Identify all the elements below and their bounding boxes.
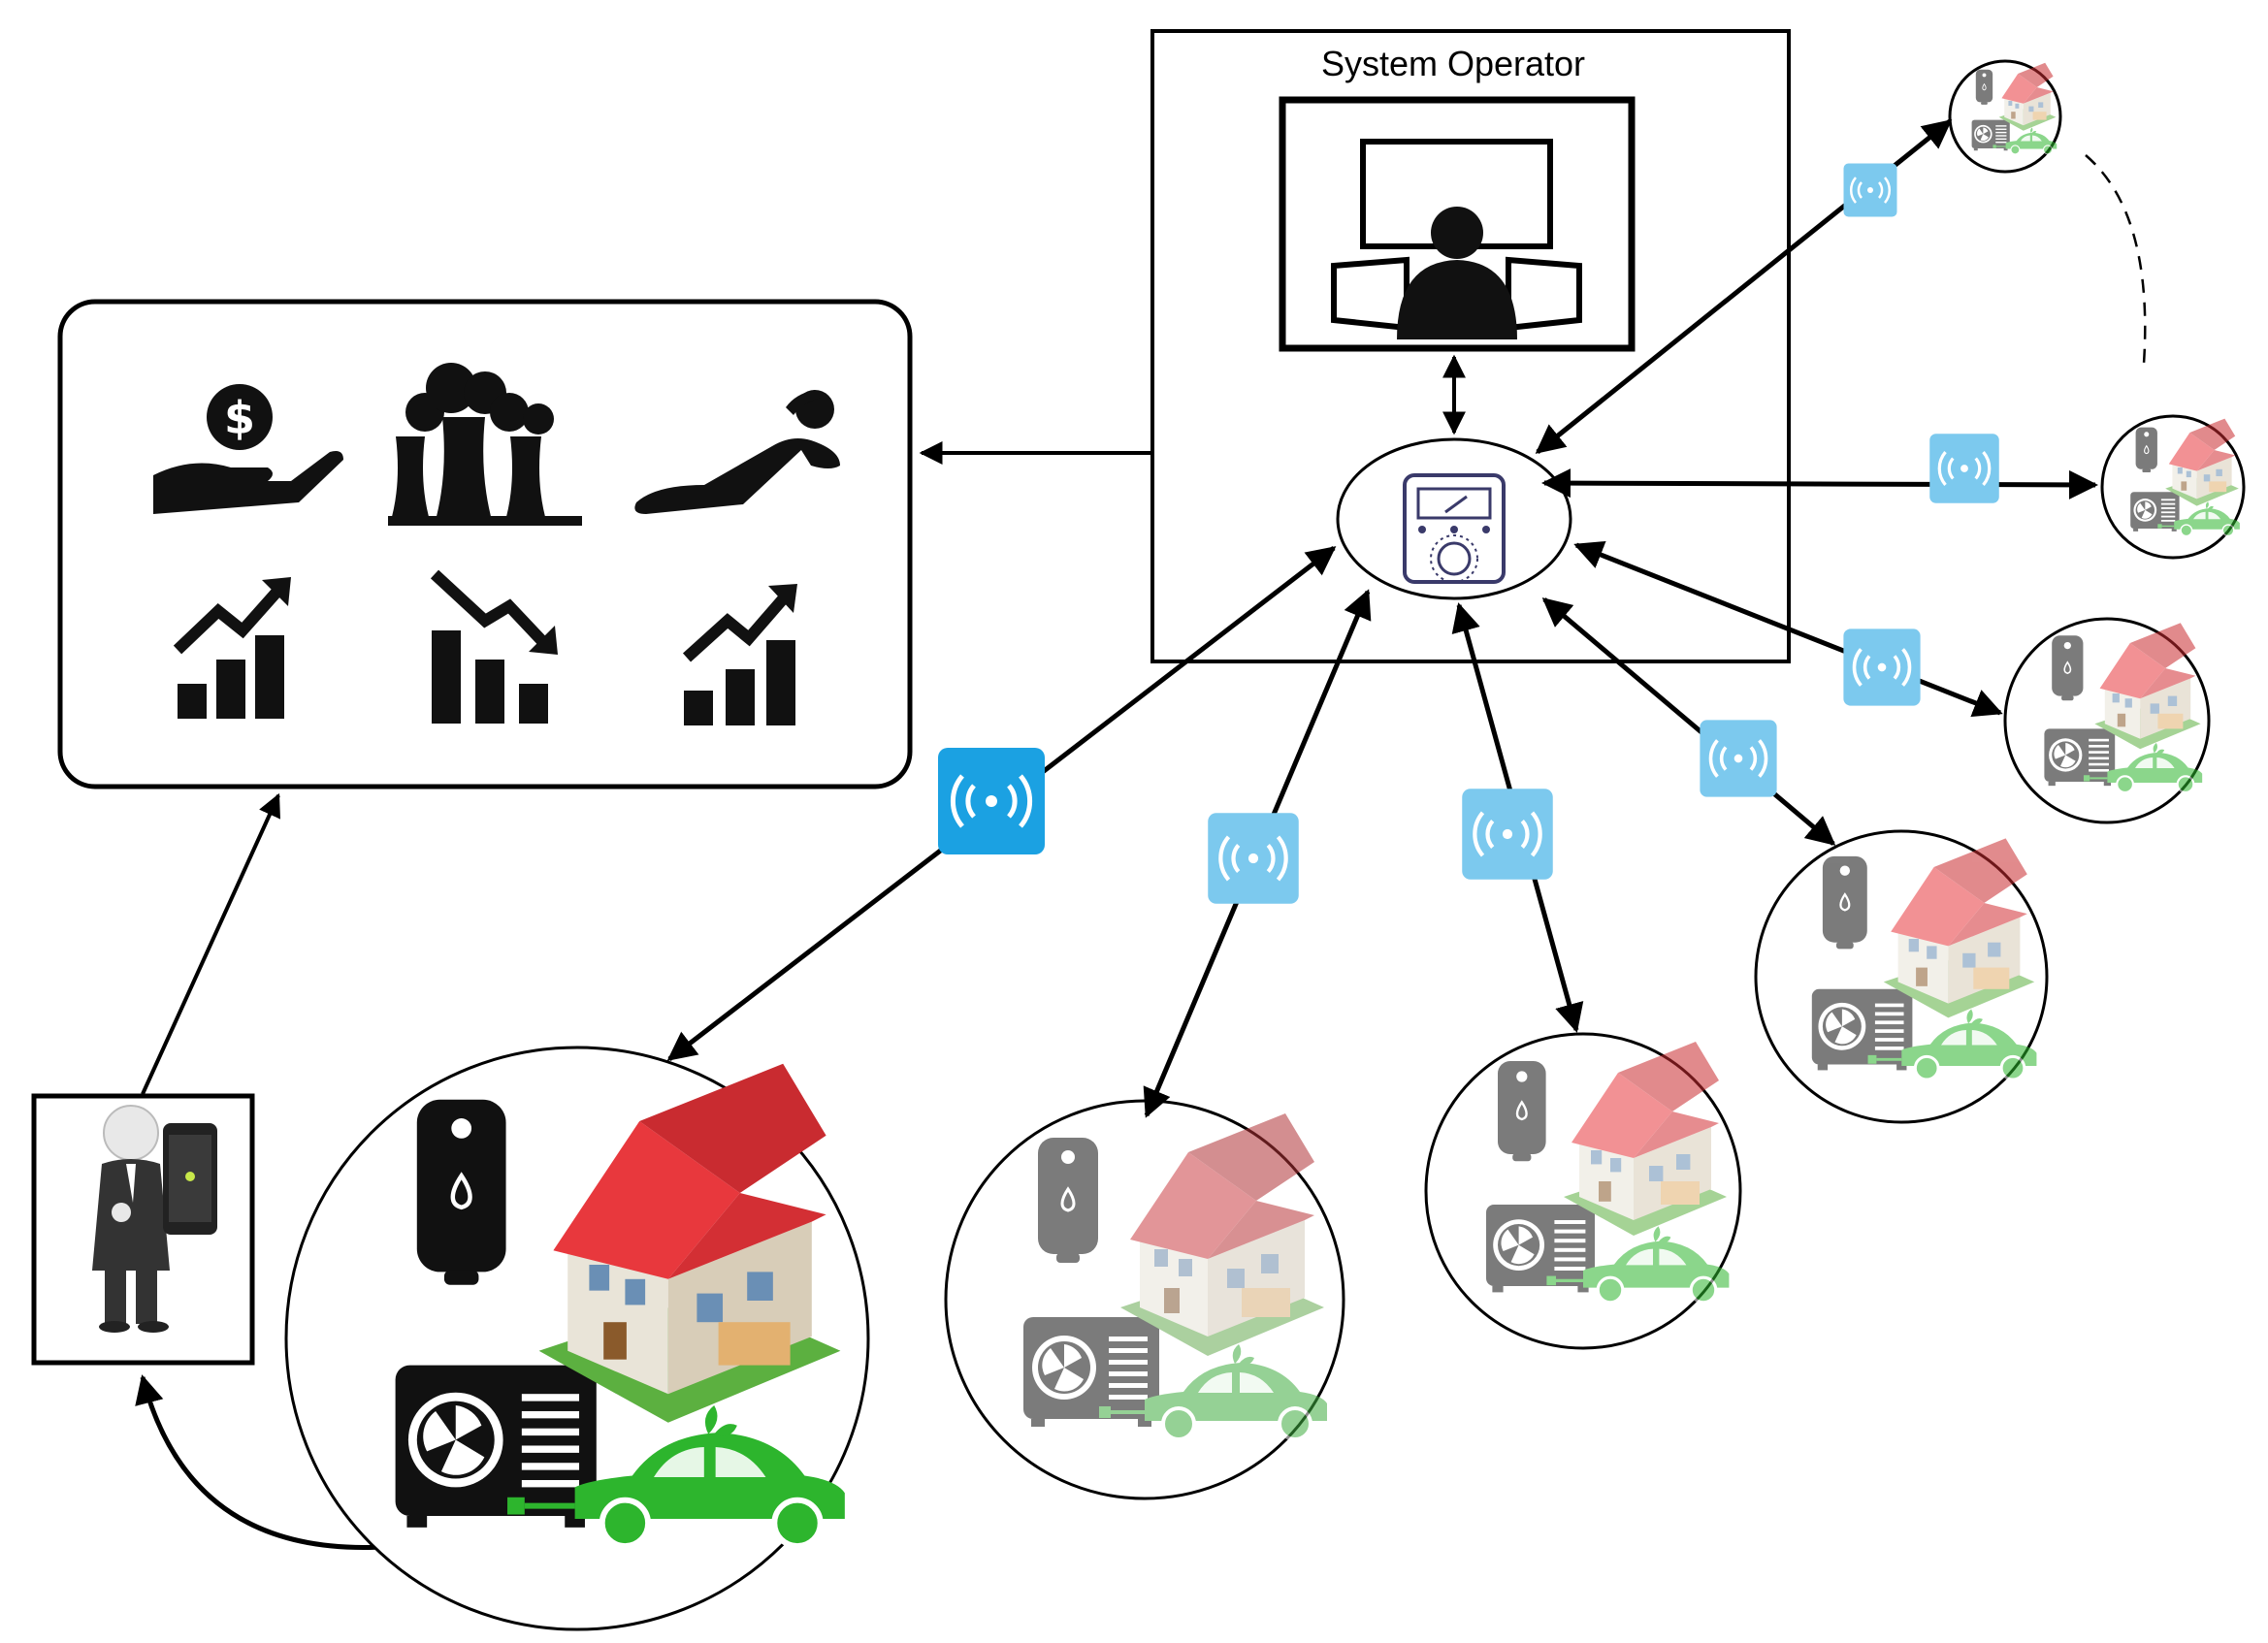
- more-households-continuation: [2085, 154, 2147, 365]
- link-household-5: [1573, 540, 2003, 718]
- wireless-signal-icon: [1462, 789, 1553, 880]
- wireless-signal-icon: [1208, 813, 1299, 904]
- power-plant-icon: [388, 363, 582, 526]
- smart-meter-icon: [1336, 437, 1572, 600]
- operator-at-monitors-icon: [1279, 96, 1636, 352]
- wireless-signal-icon: [1842, 162, 1898, 218]
- chart-up-icon: [173, 577, 291, 719]
- household-7: [1948, 59, 2062, 174]
- chart-down-icon: [430, 569, 558, 724]
- wireless-signal-icon: [1841, 627, 1923, 708]
- household-3: [1424, 1032, 1742, 1350]
- wireless-signal-icon: [938, 748, 1045, 854]
- household-main: [284, 1046, 870, 1631]
- wireless-signal-icon: [1928, 432, 2001, 505]
- household-4: [1754, 829, 2049, 1124]
- link-household-6: [1541, 468, 2098, 499]
- wireless-signal-icon: [1698, 718, 1779, 799]
- prosumer-to-benefits-arrow: [141, 792, 280, 1095]
- household-to-prosumer-arrow: [135, 1374, 384, 1551]
- household-2: [944, 1099, 1345, 1500]
- money-hand-icon: $: [153, 384, 343, 514]
- svg-text:$: $: [224, 392, 255, 444]
- system-operator-title: System Operator: [1321, 44, 1585, 83]
- household-6: [2100, 414, 2246, 560]
- businessman-with-phone-icon: [92, 1105, 217, 1333]
- household-5: [2003, 617, 2211, 824]
- relaxing-person-icon: [634, 390, 840, 514]
